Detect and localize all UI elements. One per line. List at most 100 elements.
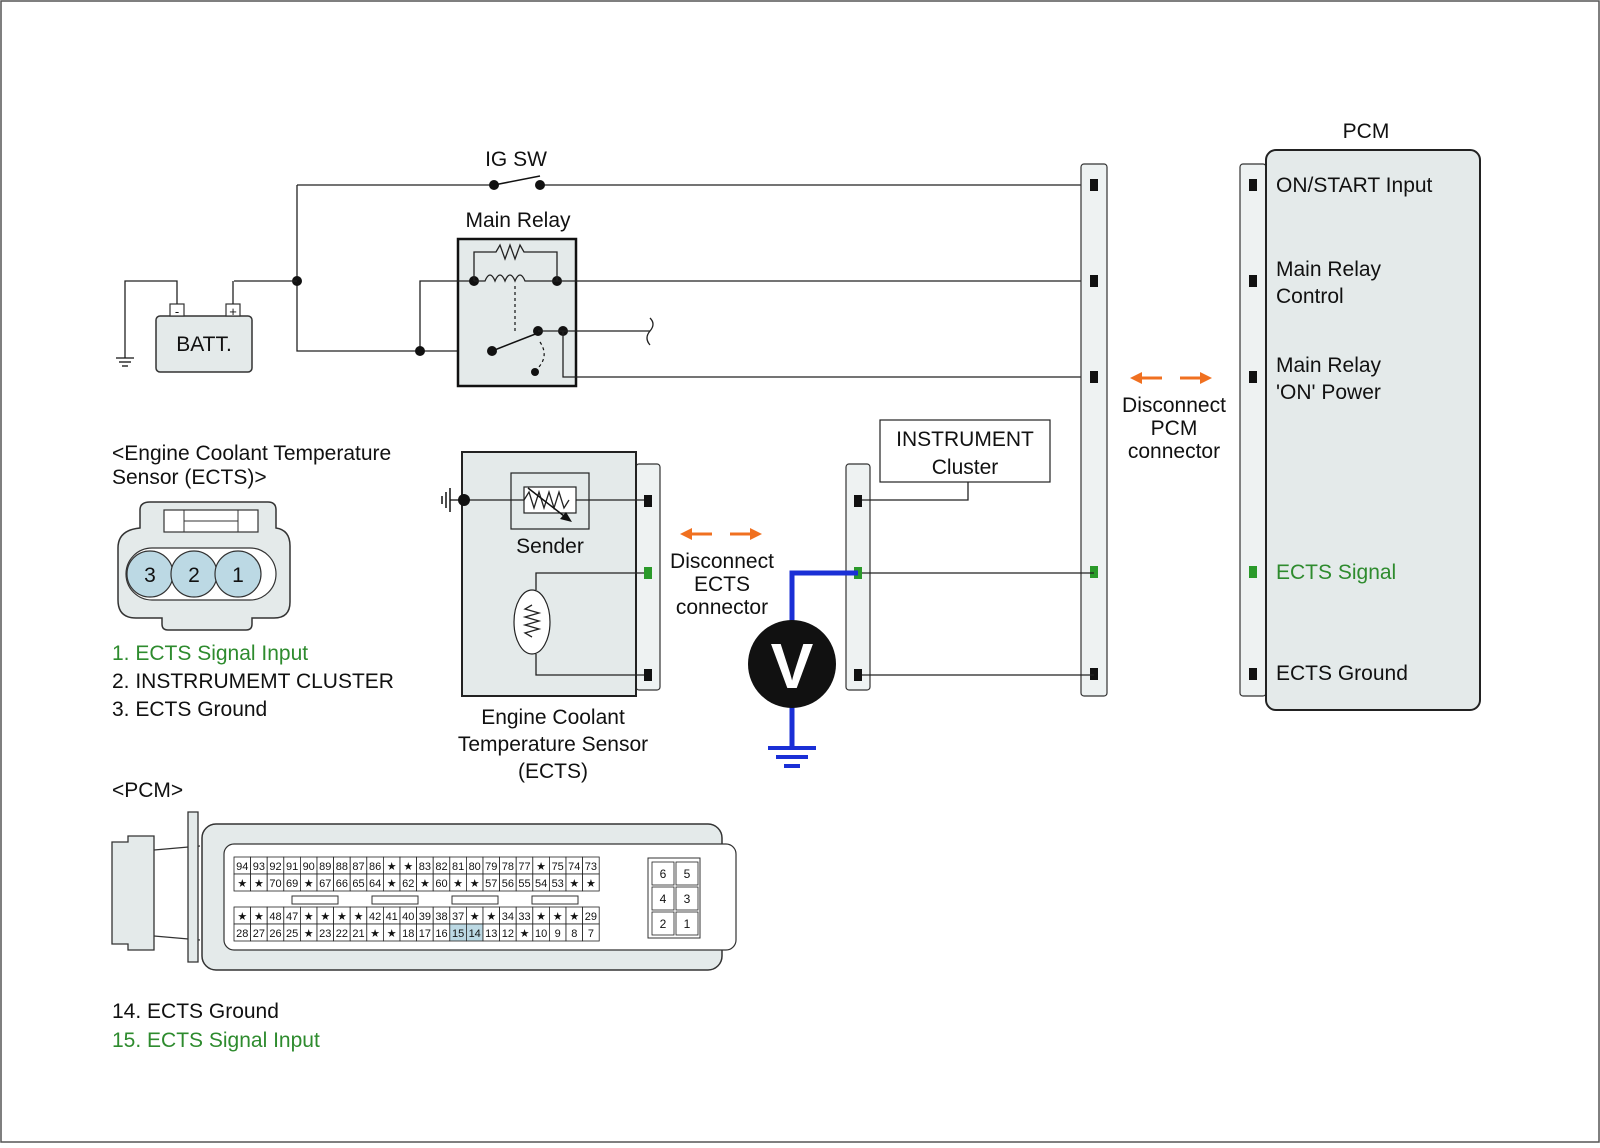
pcm-pin-label: ★ — [569, 878, 579, 890]
pcm-pin-label: 80 — [469, 861, 481, 873]
pcm-pin-label: 27 — [253, 928, 265, 940]
pcm-pin-label: 64 — [369, 878, 381, 890]
wire-ects-ground — [535, 654, 644, 676]
pcm-pin-label: 66 — [336, 878, 348, 890]
pcm-pin-label: 29 — [585, 911, 597, 923]
pcm-pin-label: ★ — [304, 878, 314, 890]
ects-element-icon — [513, 589, 551, 655]
pcm-pin-label: 65 — [352, 878, 364, 890]
connector-strip-pcm-side — [1080, 163, 1108, 697]
pcm-pin-label: 74 — [568, 861, 580, 873]
pcm-pin-label: ★ — [420, 878, 430, 890]
pcm-pin-label: 33 — [518, 911, 530, 923]
pcm-legend-item: 14. ECTS Ground — [112, 1000, 279, 1023]
disconnect-ects-line2: ECTS — [694, 573, 750, 596]
ground-icon — [441, 488, 458, 512]
pcm-pin-label: 14 — [469, 928, 481, 940]
pcm-pin-label: 21 — [352, 928, 364, 940]
pin — [1249, 371, 1257, 383]
pcm-pin-label: ★ — [453, 878, 463, 890]
relay-dashed-link — [535, 341, 545, 371]
disconnect-pcm-arrows — [1130, 372, 1212, 384]
pcm-pin-label: 26 — [269, 928, 281, 940]
pcm-small-pin-label: 2 — [660, 917, 667, 931]
ground-icon — [768, 746, 816, 768]
pcm-small-pin-label: 5 — [684, 867, 691, 881]
pcm-relay-control-label-2: Control — [1276, 285, 1344, 308]
pcm-pin-label: 94 — [236, 861, 248, 873]
pcm-key-slot — [291, 895, 339, 905]
pcm-pin-label: 75 — [552, 861, 564, 873]
pcm-pin-cell — [582, 923, 600, 942]
pcm-pin-label: 7 — [588, 928, 594, 940]
pcm-pin-label: 69 — [286, 878, 298, 890]
pcm-pin-label: 13 — [485, 928, 497, 940]
pcm-pin-label: 86 — [369, 861, 381, 873]
pcm-pin-label: 56 — [502, 878, 514, 890]
pcm-legend-item: 15. ECTS Signal Input — [112, 1029, 320, 1052]
pcm-relay-power-label-1: Main Relay — [1276, 354, 1382, 377]
batt-minus-label: - — [175, 304, 179, 319]
pcm-pin-label: 22 — [336, 928, 348, 940]
pin — [1249, 179, 1257, 191]
pcm-on-start-label: ON/START Input — [1276, 174, 1433, 197]
ects-pin-label: 1 — [232, 564, 244, 587]
pcm-pin-label: ★ — [470, 878, 480, 890]
batt-label: BATT. — [176, 333, 232, 356]
junction-dot — [458, 494, 470, 506]
pcm-pin-label: 83 — [419, 861, 431, 873]
pcm-pin-label: 28 — [236, 928, 248, 940]
ects-legend-item: 3. ECTS Ground — [112, 698, 267, 721]
pcm-pin-label: 79 — [485, 861, 497, 873]
pcm-small-pin-cell — [651, 886, 675, 911]
pcm-pin-label: ★ — [304, 911, 314, 923]
pcm-pin-label: ★ — [536, 861, 546, 873]
wire-instrument — [862, 482, 969, 501]
pcm-pin-label: 73 — [585, 861, 597, 873]
instrument-label-1: INSTRUMENT — [896, 428, 1034, 451]
pcm-pin-label: 10 — [535, 928, 547, 940]
pcm-pin-label: 18 — [402, 928, 414, 940]
pcm-pin-label: 55 — [518, 878, 530, 890]
pcm-ects-ground-label: ECTS Ground — [1276, 662, 1408, 685]
voltmeter-icon — [748, 620, 836, 708]
pcm-pin-label: ★ — [553, 911, 563, 923]
pcm-pin-label: 70 — [269, 878, 281, 890]
pcm-pin-label: 34 — [502, 911, 514, 923]
disconnect-ects-arrows — [680, 528, 762, 540]
disconnect-ects-line1: Disconnect — [670, 550, 774, 573]
pcm-small-pin-cell — [675, 861, 699, 886]
pin — [1249, 668, 1257, 680]
pcm-small-pin-label: 3 — [684, 892, 691, 906]
voltmeter-label: V — [771, 630, 814, 702]
pcm-pin-label: ★ — [320, 911, 330, 923]
pcm-pin-label: ★ — [254, 911, 264, 923]
pcm-pin-label: 89 — [319, 861, 331, 873]
pin — [1090, 371, 1098, 383]
pcm-pin-label: ★ — [387, 928, 397, 940]
ects-pin-label: 3 — [144, 564, 156, 587]
pcm-small-pin-cell — [651, 911, 675, 936]
ects-legend-item: 1. ECTS Signal Input — [112, 642, 308, 665]
pcm-small-pin-cell — [675, 911, 699, 936]
wire-relay-power — [562, 331, 1094, 378]
sender-label: Sender — [516, 535, 584, 558]
pcm-pin-label: 60 — [435, 878, 447, 890]
disconnect-ects-line3: connector — [676, 596, 768, 619]
pcm-pin-label: 92 — [269, 861, 281, 873]
pcm-relay-control-label-1: Main Relay — [1276, 258, 1382, 281]
pcm-pin-label: ★ — [354, 911, 364, 923]
pcm-pin-label: ★ — [403, 861, 413, 873]
pin — [1090, 566, 1098, 578]
batt-plus-label: + — [229, 304, 237, 319]
pcm-pin-label: 42 — [369, 911, 381, 923]
pcm-pin-label: 41 — [386, 911, 398, 923]
pcm-small-pin-cell — [675, 886, 699, 911]
pcm-pin-label: ★ — [237, 878, 247, 890]
pcm-pin-label: 47 — [286, 911, 298, 923]
pcm-pin-label: 9 — [555, 928, 561, 940]
pin — [1090, 668, 1098, 680]
disconnect-pcm-line3: connector — [1128, 440, 1220, 463]
probe-wire-signal — [789, 570, 858, 622]
